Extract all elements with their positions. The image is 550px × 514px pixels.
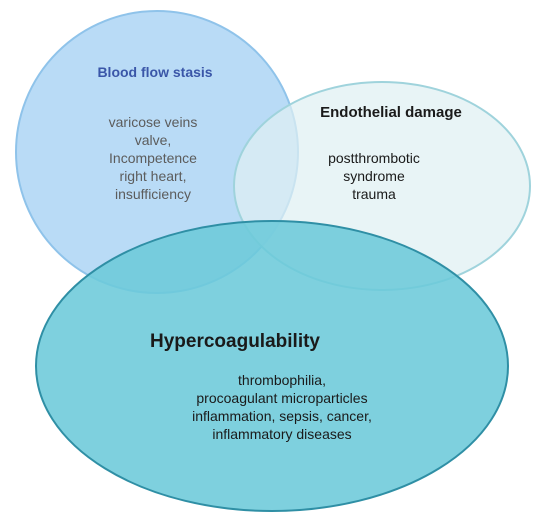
hypercoagulability-ellipse [35,220,509,512]
blood-flow-factor-line: varicose veins [109,114,198,130]
blood-flow-factor-line: insufficiency [115,186,191,202]
hypercoag-factor-line: procoagulant microparticles [196,390,367,406]
endothelial-factor-line: syndrome [343,168,405,184]
hypercoagulability-factors: thrombophilia, procoagulant microparticl… [192,372,372,442]
endothelial-factor-line: trauma [352,186,396,202]
hypercoag-factor-line: inflammatory diseases [212,426,351,442]
hypercoagulability-title: Hypercoagulability [150,331,320,352]
blood-flow-factor-line: Incompetence [109,150,197,166]
blood-flow-factor-line: valve, [135,132,172,148]
hypercoag-factor-line: inflammation, sepsis, cancer, [192,408,372,424]
endothelial-damage-factors: postthrombotic syndrome trauma [328,150,420,202]
hypercoag-factor-line: thrombophilia, [238,372,326,388]
endothelial-damage-title: Endothelial damage [320,104,462,121]
blood-flow-stasis-factors: varicose veins valve, Incompetence right… [109,114,198,202]
endothelial-factor-line: postthrombotic [328,150,420,166]
blood-flow-stasis-title: Blood flow stasis [97,64,212,80]
blood-flow-factor-line: right heart, [120,168,187,184]
